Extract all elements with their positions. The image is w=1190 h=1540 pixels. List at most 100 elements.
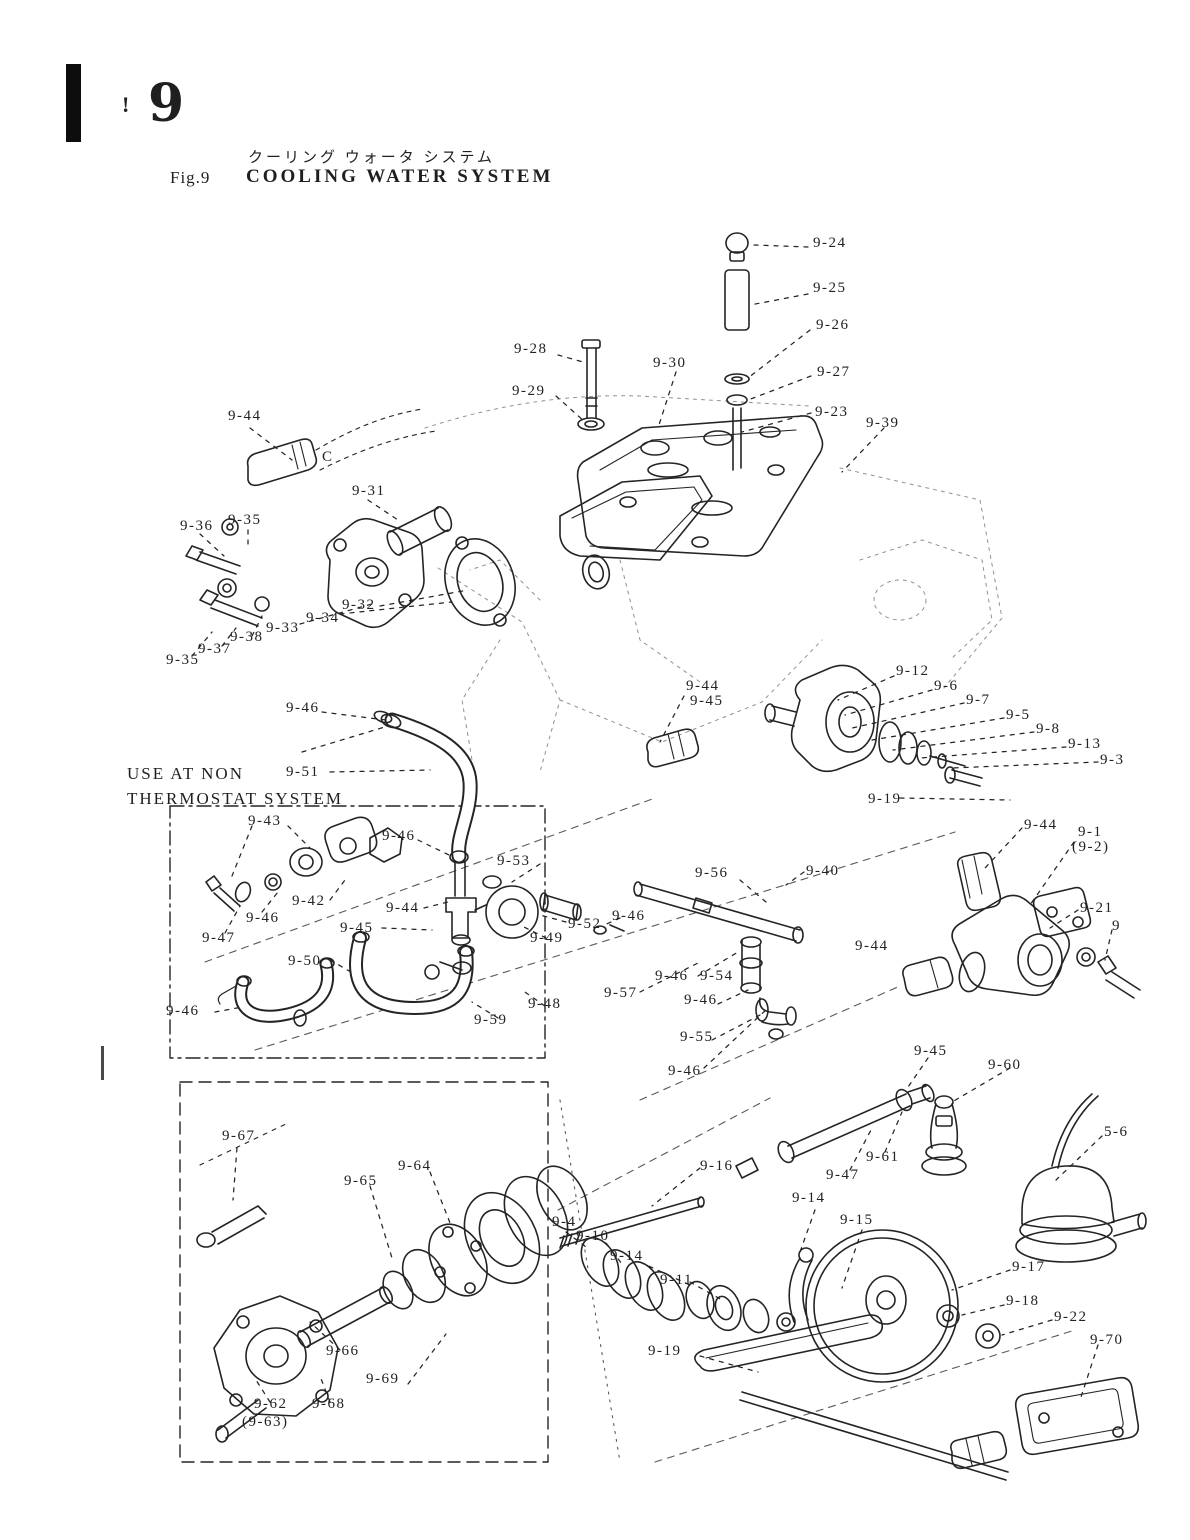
part-callout-9-45: 9-45 <box>690 693 724 709</box>
part-callout-9-59: 9-59 <box>474 1012 508 1028</box>
main-hose-and-fittings <box>373 710 625 946</box>
overflow-parts <box>724 232 750 471</box>
part-callout-9-60: 9-60 <box>988 1057 1022 1073</box>
center-elbow <box>646 728 700 768</box>
bypass-hose-and-flange <box>185 408 611 629</box>
construction-lines <box>204 797 1076 1463</box>
page-number-tick: ! <box>122 92 130 117</box>
part-callout-9-54: 9-54 <box>700 968 734 984</box>
part-callout-9-39: 9-39 <box>866 415 900 431</box>
part-callout-5-6: 5-6 <box>1104 1124 1129 1140</box>
part-callout-9-6: 9-6 <box>934 678 959 694</box>
scan-artifact-bar <box>66 64 81 142</box>
part-callout-9-42: 9-42 <box>292 893 326 909</box>
part-callout-9-43: 9-43 <box>248 813 282 829</box>
part-callout-(9-2): (9-2) <box>1072 839 1110 855</box>
part-callout-9-34: 9-34 <box>306 610 340 626</box>
part-callout-9-57: 9-57 <box>604 985 638 1001</box>
part-callout-9-10: 9-10 <box>576 1228 610 1244</box>
non-thermostat-note: USE AT NON THERMOSTAT SYSTEM <box>127 762 343 811</box>
part-callout-9-44: 9-44 <box>386 900 420 916</box>
part-callout-9-32: 9-32 <box>342 597 376 613</box>
valve-and-aux-pump <box>735 1083 1147 1263</box>
part-callout-9-52: 9-52 <box>568 916 602 932</box>
part-callout-9-29: 9-29 <box>512 383 546 399</box>
part-callout-9-61: 9-61 <box>866 1149 900 1165</box>
part-callout-9-3: 9-3 <box>1100 752 1125 768</box>
part-callout-9-15: 9-15 <box>840 1212 874 1228</box>
part-callout-9-26: 9-26 <box>816 317 850 333</box>
part-callout-9-33: 9-33 <box>266 620 300 636</box>
part-callout-9-17: 9-17 <box>1012 1259 1046 1275</box>
part-callout-9-12: 9-12 <box>896 663 930 679</box>
part-callout-9-44: 9-44 <box>1024 817 1058 833</box>
part-callout-9-30: 9-30 <box>653 355 687 371</box>
part-callout-9-23: 9-23 <box>815 404 849 420</box>
part-callout-9-46: 9-46 <box>684 992 718 1008</box>
part-callout-9-24: 9-24 <box>813 235 847 251</box>
part-callout-9-1: 9-1 <box>1078 824 1103 840</box>
water-pump-cluster <box>764 664 983 787</box>
part-callout-C: C <box>322 449 334 465</box>
part-callout-9-18: 9-18 <box>1006 1293 1040 1309</box>
part-callout-9-48: 9-48 <box>528 996 562 1012</box>
part-callout-9-46: 9-46 <box>655 968 689 984</box>
thermostat-parts <box>205 816 403 1027</box>
part-callout-9-36: 9-36 <box>180 518 214 534</box>
part-callout-9-47: 9-47 <box>202 930 236 946</box>
part-callout-9-45: 9-45 <box>340 920 374 936</box>
part-callout-9-5: 9-5 <box>1006 707 1031 723</box>
part-callout-9-47: 9-47 <box>826 1167 860 1183</box>
part-callout-9-46: 9-46 <box>382 828 416 844</box>
part-callout-9-49: 9-49 <box>530 930 564 946</box>
part-callout-9-62: 9-62 <box>254 1396 288 1412</box>
part-callout-9-11: 9-11 <box>660 1272 693 1288</box>
part-callout-9-25: 9-25 <box>813 280 847 296</box>
thermostat-option-box <box>169 805 546 1059</box>
engine-outline <box>424 395 1003 773</box>
note-line-1: USE AT NON <box>127 764 244 783</box>
part-callout-9-35: 9-35 <box>166 652 200 668</box>
part-callout-9-13: 9-13 <box>1068 736 1102 752</box>
part-callout-9-35: 9-35 <box>228 512 262 528</box>
part-callout-9-68: 9-68 <box>312 1396 346 1412</box>
bypass-pipe-junction <box>633 881 804 1040</box>
figure-title-english: COOLING WATER SYSTEM <box>246 166 554 187</box>
part-callout-9-21: 9-21 <box>1080 900 1114 916</box>
figure-label: Fig.9 <box>170 168 211 187</box>
part-callout-9-38: 9-38 <box>230 629 264 645</box>
part-callout-9-46: 9-46 <box>246 910 280 926</box>
part-callout-9-40: 9-40 <box>806 863 840 879</box>
part-callout-9-14: 9-14 <box>610 1248 644 1264</box>
part-callout-9-64: 9-64 <box>398 1158 432 1174</box>
shaft-spring-seals <box>559 1196 814 1334</box>
part-callout-9-67: 9-67 <box>222 1128 256 1144</box>
part-callout-9-45: 9-45 <box>914 1043 948 1059</box>
part-callout-9-46: 9-46 <box>612 908 646 924</box>
part-callout-9-46: 9-46 <box>668 1063 702 1079</box>
pulley-belt-group <box>694 1229 1009 1481</box>
part-callout-9-4: 9-4 <box>552 1214 577 1230</box>
part-callout-9-46: 9-46 <box>286 700 320 716</box>
part-callout-9-16: 9-16 <box>700 1158 734 1174</box>
part-callout-9-65: 9-65 <box>344 1173 378 1189</box>
water-pump-exploded <box>196 1121 588 1443</box>
page-number: 9 <box>148 73 187 134</box>
scan-artifact-mark <box>101 1046 104 1080</box>
outlet-housing <box>902 851 1141 999</box>
part-callout-9-19: 9-19 <box>648 1343 682 1359</box>
note-line-2: THERMOSTAT SYSTEM <box>127 788 344 808</box>
part-callout-9-27: 9-27 <box>817 364 851 380</box>
u-hose <box>349 931 475 1015</box>
part-callout-9-8: 9-8 <box>1036 721 1061 737</box>
part-callout-9-31: 9-31 <box>352 483 386 499</box>
part-callout-9-22: 9-22 <box>1054 1309 1088 1325</box>
part-callout-9-44: 9-44 <box>686 678 720 694</box>
leader-lines <box>191 244 1113 1403</box>
part-callout-9-53: 9-53 <box>497 853 531 869</box>
part-callout-9-44: 9-44 <box>228 408 262 424</box>
part-callout-9-66: 9-66 <box>326 1343 360 1359</box>
part-callout-9-28: 9-28 <box>514 341 548 357</box>
